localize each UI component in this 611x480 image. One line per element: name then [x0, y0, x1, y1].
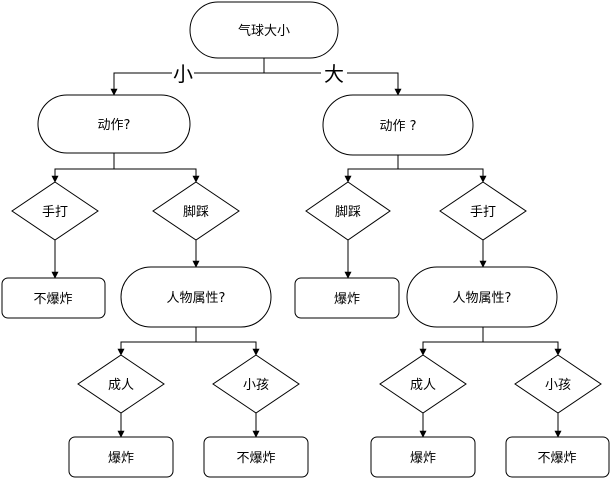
- node-root[interactable]: 气球大小: [189, 1, 339, 59]
- node-action-left[interactable]: 动作?: [37, 94, 191, 154]
- node-root-shape: [189, 1, 339, 59]
- node-adult-right[interactable]: 成人: [379, 354, 467, 414]
- connector-root-to-right-action: [264, 72, 402, 96]
- node-adult-left-label: 成人: [108, 378, 134, 393]
- node-adult-left-shape: [77, 354, 165, 414]
- node-explode-right-bottom[interactable]: 爆炸: [370, 436, 476, 478]
- node-explode-right-label: 爆炸: [334, 292, 360, 307]
- node-no-explode-right-bottom-label: 不爆炸: [537, 451, 576, 466]
- connectors: [51, 58, 562, 438]
- connector-right-person-to-child: [483, 341, 562, 356]
- node-no-explode-right-bottom-shape: [505, 436, 610, 478]
- node-foot-left[interactable]: 脚踩: [152, 181, 240, 241]
- edge-label-large: 大: [324, 62, 344, 86]
- node-action-right-label: 动作 ?: [379, 119, 416, 134]
- node-adult-right-label: 成人: [410, 378, 436, 393]
- node-adult-right-shape: [379, 354, 467, 414]
- node-action-left-label: 动作?: [98, 118, 131, 133]
- node-foot-left-shape: [152, 181, 240, 241]
- node-person-right-label: 人物属性?: [453, 291, 512, 306]
- node-child-left-shape: [212, 354, 300, 414]
- node-explode-left-bottom[interactable]: 爆炸: [68, 436, 174, 478]
- node-explode-right[interactable]: 爆炸: [294, 277, 400, 319]
- connector-left-action-to-foot: [114, 168, 200, 183]
- connector-right-person-to-adult: [419, 341, 483, 356]
- node-child-left-label: 小孩: [243, 378, 269, 393]
- node-no-explode-left-label: 不爆炸: [33, 292, 72, 307]
- node-foot-right-shape: [305, 181, 391, 241]
- node-child-right-label: 小孩: [545, 378, 571, 393]
- node-no-explode-left[interactable]: 不爆炸: [1, 277, 106, 319]
- connector-left-person-to-adult: [117, 341, 196, 356]
- node-action-left-shape: [37, 94, 191, 154]
- node-root-label: 气球大小: [238, 23, 290, 39]
- node-child-left[interactable]: 小孩: [212, 354, 300, 414]
- node-no-explode-left-shape: [1, 277, 106, 319]
- edge-label-small-bg: [172, 62, 194, 86]
- node-explode-right-shape: [294, 277, 400, 319]
- node-person-left[interactable]: 人物属性?: [120, 266, 272, 328]
- node-no-explode-left-bottom-shape: [203, 436, 309, 478]
- connector-root-to-left-action: [110, 72, 264, 96]
- node-foot-right-label: 脚踩: [335, 204, 361, 220]
- node-hand-left-shape: [11, 181, 99, 241]
- node-explode-left-bottom-label: 爆炸: [108, 451, 134, 466]
- node-person-right-shape: [406, 266, 558, 328]
- node-action-right-shape: [322, 94, 474, 156]
- connector-right-action-to-foot: [344, 168, 398, 183]
- node-explode-right-bottom-shape: [370, 436, 476, 478]
- node-hand-left-label: 手打: [42, 205, 68, 220]
- node-no-explode-left-bottom[interactable]: 不爆炸: [203, 436, 309, 478]
- node-action-right[interactable]: 动作 ?: [322, 94, 474, 156]
- node-hand-left[interactable]: 手打: [11, 181, 99, 241]
- node-hand-right[interactable]: 手打: [439, 181, 527, 241]
- connector-right-action-to-hand: [398, 168, 487, 183]
- node-person-right[interactable]: 人物属性?: [406, 266, 558, 328]
- node-no-explode-right-bottom[interactable]: 不爆炸: [505, 436, 610, 478]
- node-no-explode-left-bottom-label: 不爆炸: [236, 451, 275, 466]
- edge-label-large-bg: [321, 62, 347, 86]
- edge-label-small: 小: [173, 62, 193, 86]
- node-hand-right-label: 手打: [470, 205, 496, 220]
- node-child-right[interactable]: 小孩: [514, 354, 602, 414]
- node-hand-right-shape: [439, 181, 527, 241]
- node-person-left-shape: [120, 266, 272, 328]
- connector-left-action-to-hand: [51, 168, 114, 183]
- node-foot-left-label: 脚踩: [183, 204, 209, 220]
- node-explode-right-bottom-label: 爆炸: [410, 451, 436, 466]
- node-foot-right[interactable]: 脚踩: [305, 181, 391, 241]
- node-child-right-shape: [514, 354, 602, 414]
- node-person-left-label: 人物属性?: [167, 291, 226, 306]
- connector-left-person-to-child: [196, 341, 260, 356]
- node-explode-left-bottom-shape: [68, 436, 174, 478]
- node-adult-left[interactable]: 成人: [77, 354, 165, 414]
